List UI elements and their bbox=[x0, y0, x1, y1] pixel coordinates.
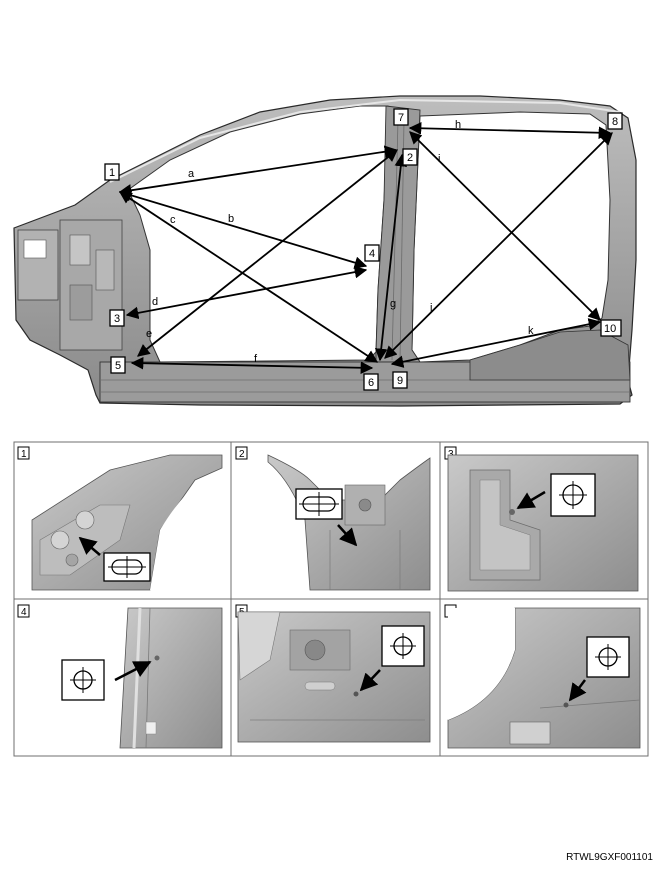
line-label-c: c bbox=[170, 214, 176, 226]
figure-caption: RTWL9GXF001101 bbox=[566, 852, 653, 863]
callout-label: 5 bbox=[115, 360, 121, 372]
callout-3: 3 bbox=[109, 309, 125, 327]
line-label-a: a bbox=[188, 168, 195, 180]
callout-label: 10 bbox=[604, 323, 616, 335]
detail-panel-6: 6 bbox=[444, 604, 641, 749]
callout-4: 4 bbox=[364, 244, 380, 262]
line-label-b: b bbox=[228, 213, 234, 225]
panel-number: 1 bbox=[21, 449, 27, 460]
line-label-i: i bbox=[438, 153, 440, 165]
crosshair-icon bbox=[550, 473, 596, 517]
dimension-line-e bbox=[137, 149, 398, 357]
detail-panel-5: 5 bbox=[235, 604, 431, 743]
line-label-h: h bbox=[455, 119, 461, 131]
callout-label: 2 bbox=[407, 152, 413, 164]
detail-panel-4: 4 bbox=[17, 604, 223, 749]
line-label-f: f bbox=[254, 353, 258, 365]
callout-label: 6 bbox=[368, 377, 374, 389]
line-labels: a b c d e f g h i j k bbox=[146, 119, 534, 365]
dimension-line-f bbox=[130, 356, 374, 375]
callout-7: 7 bbox=[393, 108, 409, 126]
dimension-lines bbox=[118, 121, 613, 375]
callout-5: 5 bbox=[110, 356, 126, 374]
callout-2: 2 bbox=[402, 148, 418, 166]
detail-panel-3: 3 bbox=[444, 446, 639, 592]
crosshair-icon bbox=[586, 636, 630, 678]
callout-label: 1 bbox=[109, 167, 115, 179]
callout-9: 9 bbox=[392, 371, 408, 389]
panel-number: 4 bbox=[21, 607, 27, 618]
detail-panel-1: 1 bbox=[17, 446, 223, 591]
detail-panel-2: 2 bbox=[235, 446, 431, 591]
line-label-j: j bbox=[429, 302, 432, 314]
dimension-line-k bbox=[390, 318, 602, 368]
callout-6: 6 bbox=[363, 373, 379, 391]
callout-8: 8 bbox=[607, 112, 623, 130]
callout-label: 7 bbox=[398, 112, 404, 124]
line-label-k: k bbox=[528, 325, 534, 337]
oval-slot-icon bbox=[103, 552, 151, 582]
line-label-e: e bbox=[146, 328, 152, 340]
panel-number: 2 bbox=[239, 449, 245, 460]
callout-label: 8 bbox=[612, 116, 618, 128]
line-label-d: d bbox=[152, 296, 158, 308]
callout-1: 1 bbox=[104, 163, 120, 181]
callout-label: 3 bbox=[114, 313, 120, 325]
panel-number: 3 bbox=[448, 449, 454, 460]
body-side-structure bbox=[13, 95, 637, 407]
line-label-g: g bbox=[390, 298, 396, 310]
callout-label: 9 bbox=[397, 375, 403, 387]
crosshair-icon bbox=[61, 659, 105, 701]
callout-10: 10 bbox=[600, 319, 622, 337]
oval-slot-icon bbox=[295, 488, 343, 520]
crosshair-icon bbox=[381, 625, 425, 667]
callout-label: 4 bbox=[369, 248, 375, 260]
